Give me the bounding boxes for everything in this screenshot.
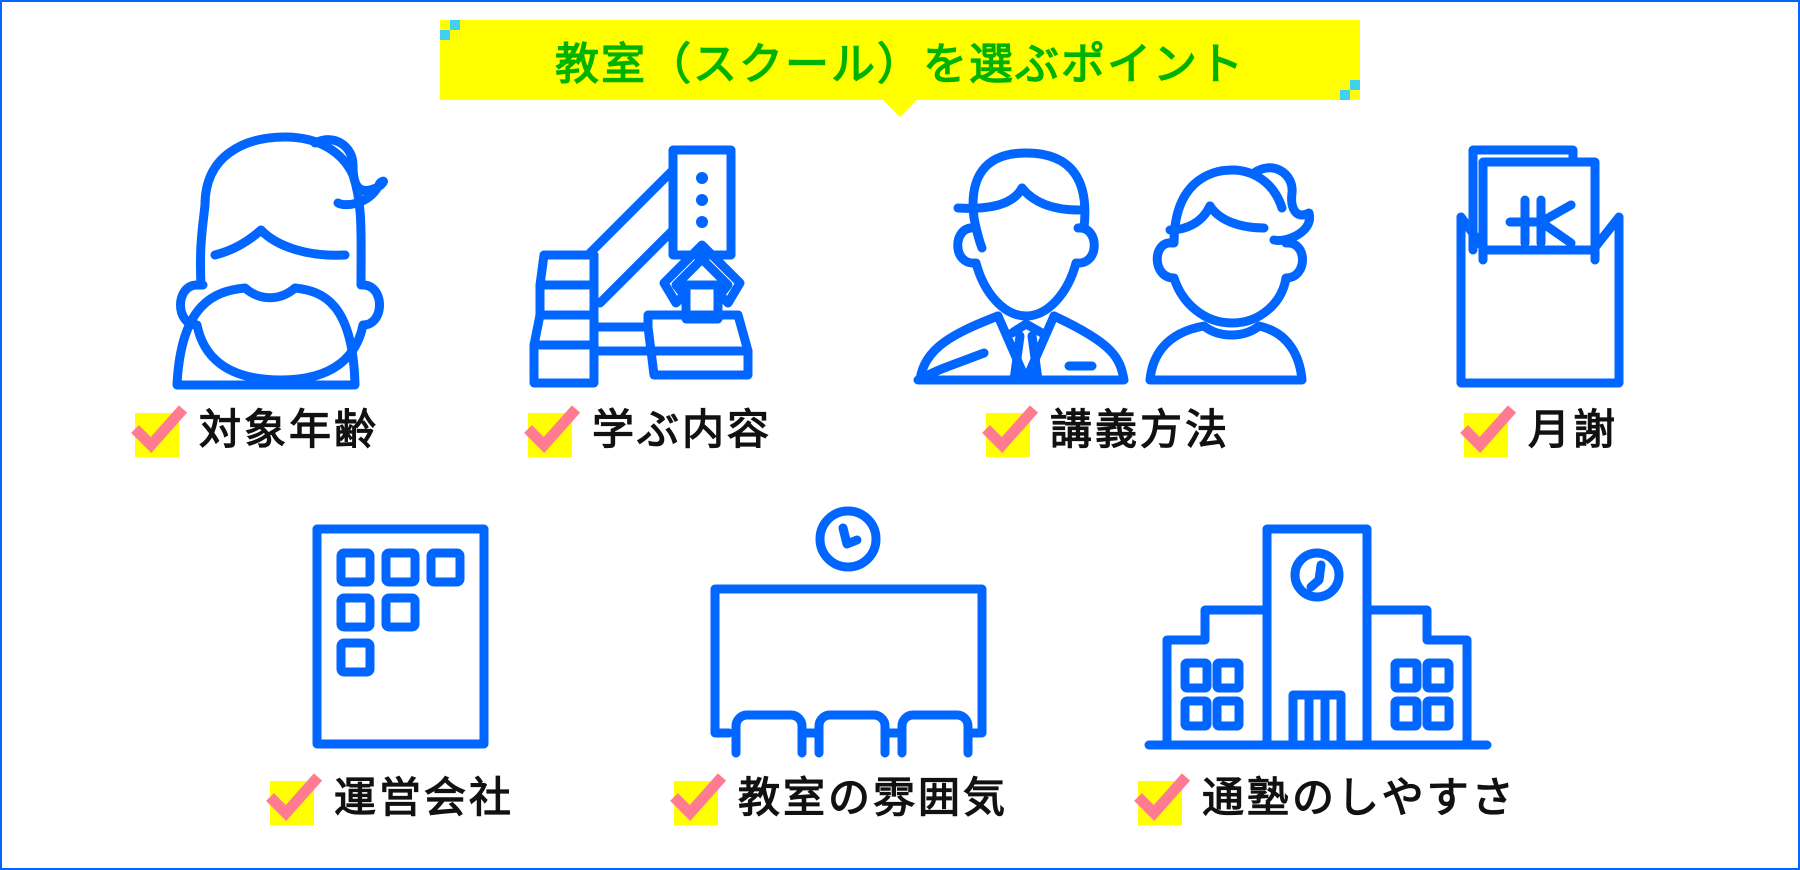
checkmark-icon [1134,773,1191,825]
robot-arm-icon [529,145,770,388]
checklist-label: 講義方法 [1050,405,1231,454]
checklist-item-learning-content: 学ぶ内容 [524,402,773,458]
teacher-student-icon [913,148,1314,385]
banner-pointer [883,100,917,117]
checkmark-icon [131,405,188,457]
checkmark-icon [1460,405,1517,457]
office-building-icon [312,524,489,749]
school-building-icon [1144,524,1492,750]
checklist-label: 教室の雰囲気 [738,773,1009,822]
checklist-item-operating-company: 運営会社 [266,770,515,826]
checkmark-icon [670,773,727,825]
checklist-label: 運営会社 [334,773,515,822]
classroom-icon [710,506,987,758]
checklist-item-target-age: 対象年齢 [131,402,380,458]
checklist-item-commute-ease: 通塾のしやすさ [1134,770,1517,826]
title-banner: 教室（スクール）を選ぶポイント [440,20,1360,100]
girl-person-icon [172,132,388,390]
checklist-label: 通塾のしやすさ [1202,773,1517,822]
checklist-item-classroom-atmosphere: 教室の雰囲気 [670,770,1009,826]
checklist-item-monthly-fee: 月謝 [1460,402,1619,458]
checkmark-icon [982,405,1039,457]
checklist-item-teaching-method: 講義方法 [982,402,1231,458]
page-title: 教室（スクール）を選ぶポイント [555,39,1245,90]
corner-pixel-decoration [450,20,460,30]
corner-pixel-decoration [440,30,450,40]
yen-envelope-icon [1455,145,1625,388]
corner-pixel-decoration [1340,90,1350,100]
corner-pixel-decoration [1350,80,1360,90]
checklist-label: 月謝 [1528,405,1619,454]
checkmark-icon [524,405,581,457]
checklist-label: 学ぶ内容 [592,405,773,454]
checkmark-icon [266,773,323,825]
checklist-label: 対象年齢 [199,405,380,454]
